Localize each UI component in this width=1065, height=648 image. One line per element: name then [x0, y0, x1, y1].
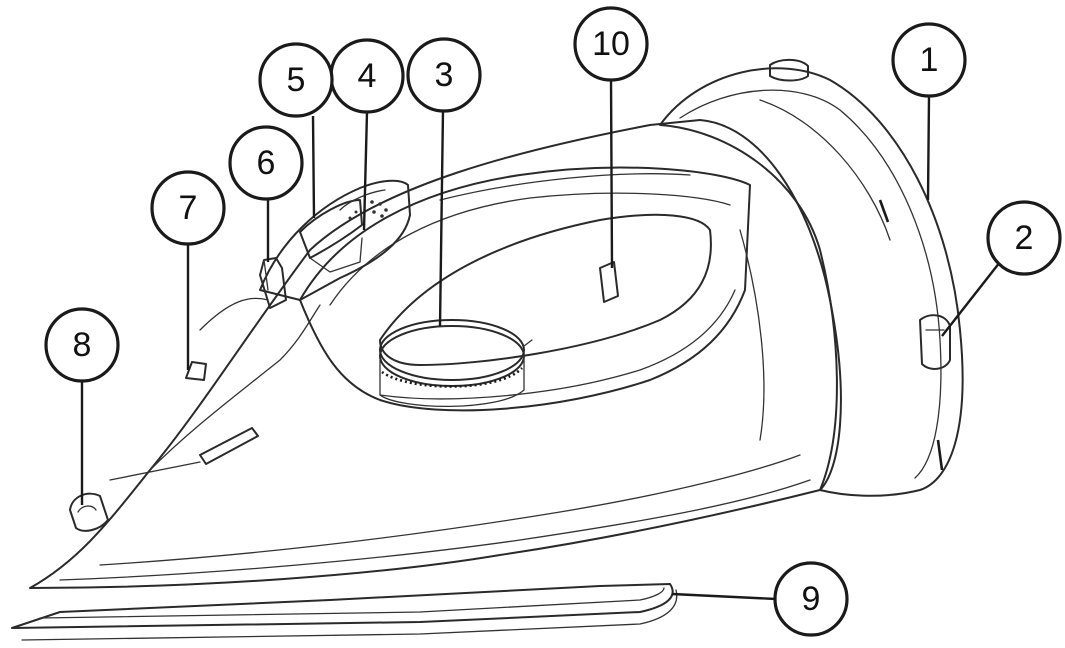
leader-3 — [438, 109, 445, 327]
handle-opening — [379, 213, 712, 366]
leader-10 — [609, 77, 614, 269]
indicator-light — [185, 361, 207, 381]
leader-lines — [80, 77, 1001, 601]
callout-9-label: 9 — [802, 580, 821, 618]
callout-7-label: 7 — [179, 189, 198, 227]
soleplate-outline — [11, 583, 674, 629]
callout-6: 6 — [228, 125, 304, 201]
leader-1 — [926, 95, 931, 201]
callout-8: 8 — [44, 307, 120, 383]
steam-iron-illustration — [11, 58, 964, 641]
callout-2-label: 2 — [1015, 219, 1034, 257]
callout-10: 10 — [573, 6, 649, 82]
callout-3-label: 3 — [435, 56, 454, 94]
temperature-dial — [379, 319, 533, 408]
callout-4-label: 4 — [358, 57, 377, 95]
leader-5 — [311, 115, 316, 219]
callout-8-label: 8 — [73, 326, 92, 364]
callout-5: 5 — [258, 42, 334, 118]
callout-3: 3 — [406, 37, 482, 113]
callout-4: 4 — [329, 38, 405, 114]
leader-9 — [671, 592, 777, 601]
callout-2: 2 — [986, 200, 1062, 276]
iron-body-outline — [29, 119, 842, 589]
callout-10-label: 10 — [592, 25, 630, 63]
callout-9: 9 — [773, 561, 849, 637]
callout-1: 1 — [891, 22, 967, 98]
callout-1-label: 1 — [920, 41, 939, 79]
fill-cap — [769, 58, 809, 82]
steam-selector — [299, 199, 363, 259]
top-control-module — [259, 179, 411, 301]
handle-outline — [299, 166, 751, 412]
spray-nozzle — [69, 492, 109, 532]
leader-4 — [362, 111, 369, 231]
handle-slot — [599, 261, 619, 303]
leader-2 — [941, 261, 1001, 337]
callout-6-label: 6 — [257, 144, 276, 182]
rear-heel-outline — [659, 67, 964, 497]
button-vents — [348, 200, 388, 220]
rear-knob — [919, 314, 951, 370]
callout-7: 7 — [150, 170, 226, 246]
callout-5-label: 5 — [287, 61, 306, 99]
